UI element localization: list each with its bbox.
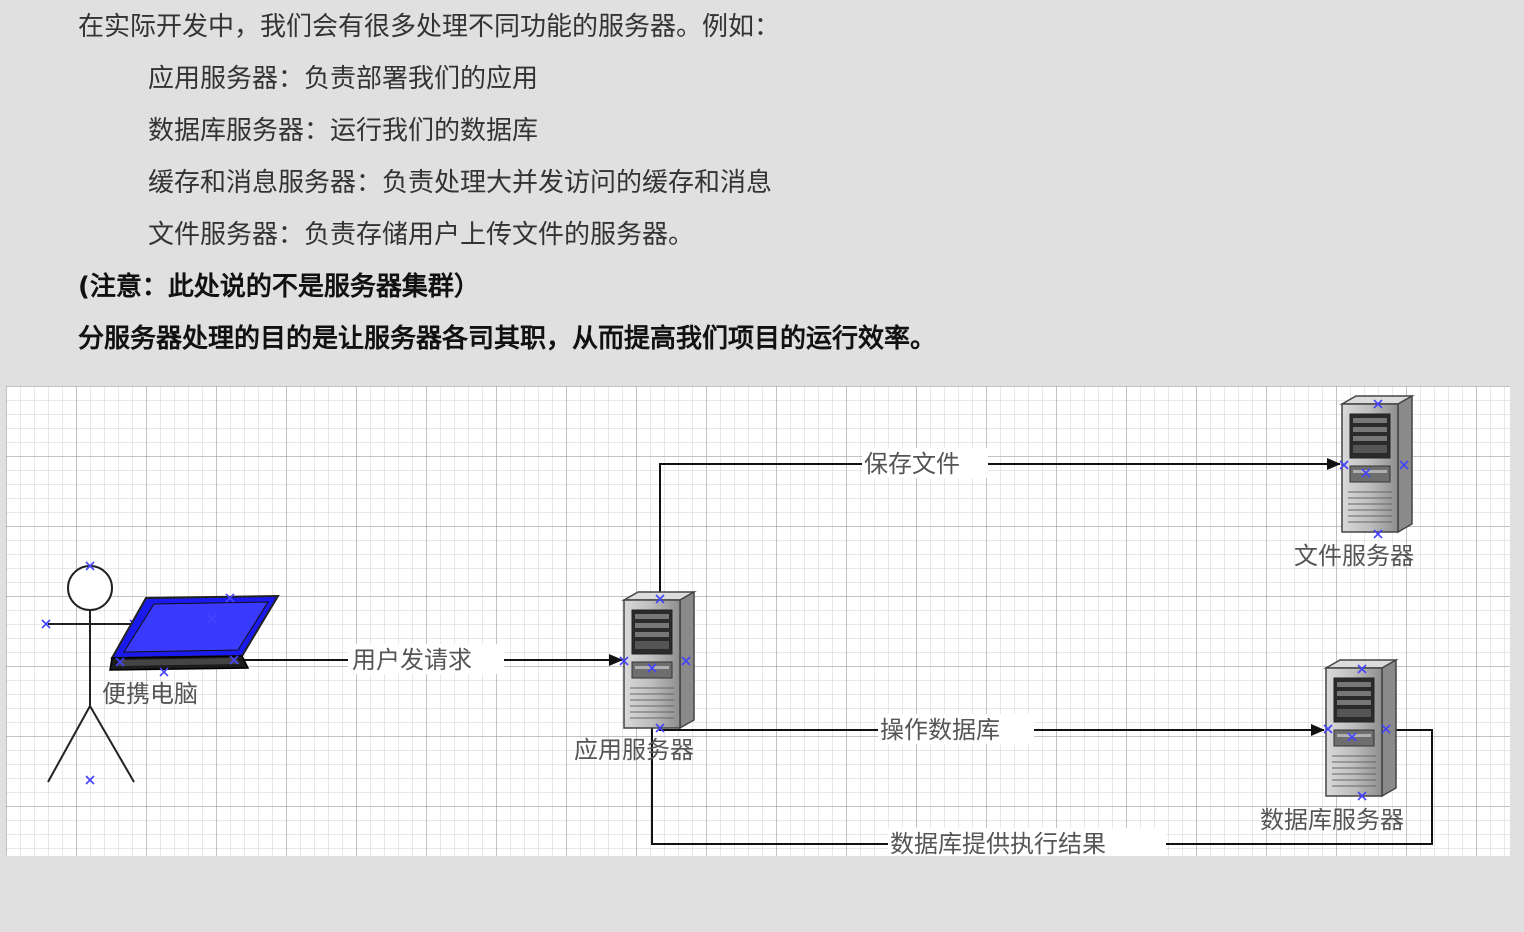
list-item-db-server: 数据库服务器：运行我们的数据库 — [148, 116, 539, 146]
edge-label-db-result: 数据库提供执行结果 — [890, 830, 1106, 856]
diagram-canvas: 用户发请求 保存文件 操作数据库 数据库提供执行结果 便携电脑 应用服务器 文件… — [41, 395, 1433, 856]
edge-label-save-file: 保存文件 — [864, 450, 960, 478]
node-label-file-server: 文件服务器 — [1294, 542, 1414, 570]
edge-label-operate-db: 操作数据库 — [880, 716, 1000, 744]
list-item-file-server: 文件服务器：负责存储用户上传文件的服务器。 — [148, 220, 695, 250]
node-label-db-server: 数据库服务器 — [1260, 806, 1404, 834]
edge-label-user-request: 用户发请求 — [352, 646, 472, 674]
user-figure-icon — [47, 565, 135, 783]
node-label-laptop: 便携电脑 — [102, 680, 198, 708]
app-server-icon — [623, 591, 695, 729]
edge-save-file — [659, 458, 1341, 594]
intro-heading: 在实际开发中，我们会有很多处理不同功能的服务器。例如： — [78, 12, 781, 42]
node-label-app-server: 应用服务器 — [574, 736, 694, 764]
list-item-app-server: 应用服务器：负责部署我们的应用 — [148, 64, 539, 94]
list-item-cache-server: 缓存和消息服务器：负责处理大并发访问的缓存和消息 — [148, 168, 773, 198]
laptop-icon — [109, 594, 280, 671]
edge-db-result — [646, 669, 1433, 845]
file-server-icon — [1341, 395, 1413, 533]
architecture-diagram: 用户发请求 保存文件 操作数据库 数据库提供执行结果 便携电脑 应用服务器 文件… — [6, 386, 1510, 856]
note-text: (注意：此处说的不是服务器集群） — [78, 272, 480, 302]
conclusion-text: 分服务器处理的目的是让服务器各司其职，从而提高我们项目的运行效率。 — [78, 324, 937, 354]
